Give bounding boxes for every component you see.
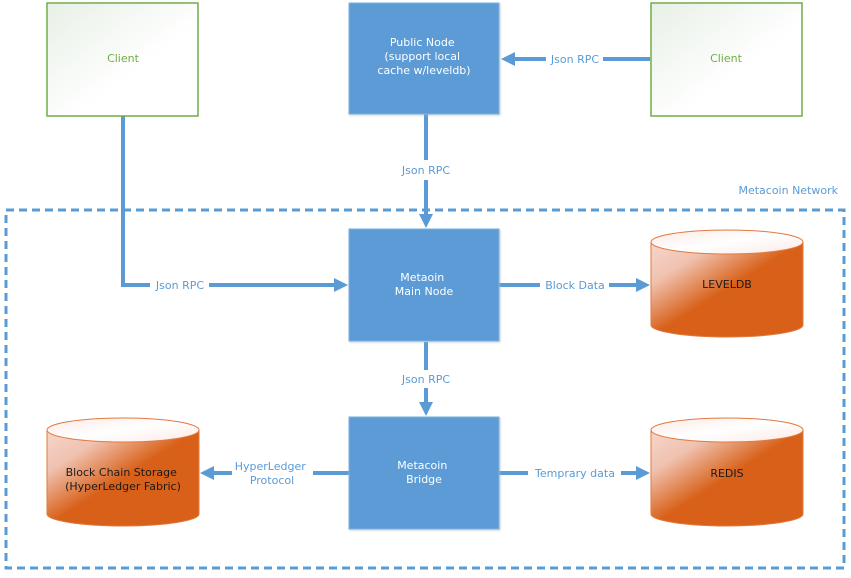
database-icon (46, 429, 200, 527)
bridge-label: Metacoin Bridge (397, 459, 451, 486)
arrowhead-to-main-top (419, 214, 433, 228)
metacoin-bridge-node[interactable]: Metacoin Bridge (348, 416, 500, 530)
edge-label-temprary-data: Temprary data (534, 467, 615, 480)
edge-label-client-left: Json RPC (155, 279, 204, 292)
blockchain-storage-database[interactable]: Block Chain Storage (HyperLedger Fabric) (46, 417, 200, 527)
redis-label: REDIS (710, 467, 743, 480)
leveldb-database[interactable]: LEVELDB (650, 229, 804, 338)
arrowhead-to-public (501, 52, 515, 66)
client-right-label: Client (710, 52, 743, 65)
redis-database[interactable]: REDIS (650, 417, 804, 527)
arrowhead-to-blockchain (200, 466, 214, 480)
client-left-label: Client (107, 52, 140, 65)
network-label: Metacoin Network (738, 184, 838, 197)
edge-label-client-right: Json RPC (550, 53, 599, 66)
database-icon (650, 241, 804, 338)
edge-label-main-to-bridge: Json RPC (401, 373, 450, 386)
edge-label-block-data: Block Data (545, 279, 605, 292)
metacoin-main-node[interactable]: Metaoin Main Node (348, 228, 500, 342)
main-node-label: Metaoin Main Node (395, 271, 454, 298)
edge-client-left-to-main (121, 116, 150, 287)
blockchain-storage-label: Block Chain Storage (HyperLedger Fabric) (65, 466, 181, 493)
public-node-label: Public Node (support local cache w/level… (377, 36, 470, 77)
arrowhead-to-leveldb (636, 278, 650, 292)
arrowhead-to-bridge (419, 402, 433, 416)
client-right-node[interactable]: Client (650, 2, 803, 117)
public-node[interactable]: Public Node (support local cache w/level… (348, 2, 500, 115)
arrowhead-to-main-left (334, 278, 348, 292)
client-left-node[interactable]: Client (46, 2, 199, 117)
edge-label-public-to-main: Json RPC (401, 164, 450, 177)
database-icon (650, 429, 804, 527)
arrowhead-to-redis (636, 466, 650, 480)
leveldb-label: LEVELDB (702, 278, 752, 291)
edge-label-hyperledger-protocol: HyperLedger Protocol (235, 460, 310, 487)
